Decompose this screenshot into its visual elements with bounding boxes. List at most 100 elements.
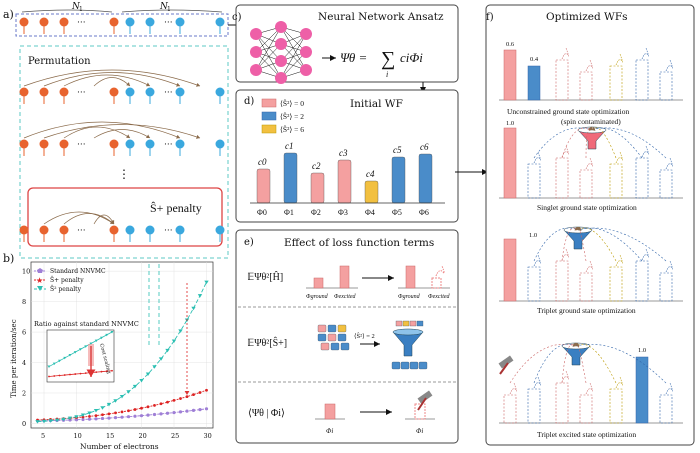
main-curves [35, 280, 209, 424]
wf-bar-removed [555, 260, 569, 302]
svg-text:i: i [386, 70, 388, 79]
cube [317, 324, 327, 333]
panel-e-box [235, 229, 459, 444]
s2-point [67, 416, 73, 421]
s2-point [178, 329, 183, 333]
permutation-label: Permutation [28, 56, 91, 67]
coefficient-label: c6 [420, 142, 429, 152]
basis-label: Φ2 [311, 208, 321, 217]
splus-point [159, 402, 163, 406]
panel-e-title: Effect of loss function terms [284, 237, 434, 249]
wf-bar-removed [659, 272, 673, 302]
penalty-electron [19, 225, 29, 235]
neuron [275, 72, 287, 84]
standard-point [113, 416, 118, 420]
coefficient-label: c4 [366, 169, 375, 179]
basis-label: Φ0 [257, 208, 267, 217]
penalty-electron [215, 225, 225, 235]
n-label-left: N [71, 2, 81, 12]
neuron [250, 46, 262, 58]
standard-point [107, 416, 111, 420]
splus-point [133, 408, 137, 411]
top-electron [59, 17, 69, 27]
perm-electron [109, 139, 119, 149]
permutation-rows: ············ [19, 69, 225, 156]
s2-point [93, 409, 99, 413]
standard-point [146, 413, 150, 417]
neuron [300, 64, 312, 76]
top-electron [19, 17, 29, 27]
basis-label: Φ5 [392, 208, 402, 217]
panel-a-label: a) [3, 8, 14, 21]
s2-point [113, 399, 118, 403]
standard-point [126, 415, 131, 419]
s2-point [165, 348, 170, 353]
wf-bar-removed [635, 59, 649, 101]
wf-bar-removed [659, 169, 673, 199]
wf-bar-removed [609, 163, 623, 199]
wf-bar-removed [527, 163, 541, 199]
panel-c-label: c) [232, 12, 242, 23]
perm-electron [59, 139, 69, 149]
equation-lhs: Ψθ = [340, 50, 367, 65]
splus-point [120, 410, 124, 414]
s2-point [48, 419, 53, 423]
splus-point [101, 413, 104, 417]
cube [418, 361, 428, 370]
wf-bar [503, 238, 517, 302]
legend-s2: Ŝ² penalty [50, 285, 82, 293]
neural-network [250, 21, 312, 84]
wf-bar-removed [579, 169, 593, 199]
splus-point [153, 403, 156, 407]
perm-electron [19, 139, 29, 149]
svg-text:···: ··· [77, 18, 86, 28]
s2-point [139, 378, 144, 383]
caption-triplet-excited: Triplet excited state optimization [537, 430, 636, 439]
s2-point [80, 413, 86, 418]
y-axis-label: Time per iteration/sec [10, 319, 18, 398]
cube [402, 320, 410, 327]
perm-electron [39, 87, 49, 97]
caption-spin-contaminated: (spin contaminated) [561, 117, 621, 126]
pentagon-marker [37, 268, 43, 273]
splus-point [205, 388, 208, 392]
wf-bar-removed [579, 394, 593, 424]
x-tick-label: 5 [41, 432, 45, 440]
s2-point [171, 339, 177, 344]
coefficient-bar [364, 180, 379, 204]
s2-point [126, 390, 131, 394]
overlap-term: ⟨Ψθ | Φi⟩ [248, 408, 285, 419]
svg-text:···: ··· [77, 88, 86, 98]
standard-point [94, 417, 98, 421]
basis-label: Φ3 [338, 208, 348, 217]
s2-point [158, 357, 164, 361]
s2-point [119, 394, 125, 399]
penalty-electron [145, 225, 155, 235]
cube [337, 324, 347, 333]
sum-symbol: ∑ [381, 48, 395, 70]
coefficient-bar [283, 152, 298, 204]
svg-text:1.0: 1.0 [506, 120, 514, 127]
cube [391, 361, 401, 370]
splus-point [185, 395, 189, 399]
x-tick-label: 10 [74, 432, 82, 440]
penalty-row: ······ [19, 211, 225, 242]
y-tick-label: 4 [22, 359, 26, 367]
funnel-icon [392, 328, 424, 357]
cube [337, 333, 347, 342]
cube [320, 342, 330, 351]
electron-row-box [15, 13, 229, 37]
coefficient-label: c1 [285, 141, 294, 151]
penalty-electron [39, 225, 49, 235]
svg-text:···: ··· [77, 140, 86, 150]
y-tick-label: 6 [22, 329, 26, 337]
standard-point [152, 412, 157, 417]
standard-point [172, 410, 176, 415]
top-electron [145, 17, 155, 27]
splus-point [114, 411, 117, 415]
panel-d: d) Initial WF ⟨Ŝ²⟩ = 0 ⟨Ŝ²⟩ = 2 ⟨Ŝ²⟩ = 6… [235, 89, 488, 223]
svg-text:···: ··· [164, 18, 173, 28]
s2-point [197, 294, 203, 298]
